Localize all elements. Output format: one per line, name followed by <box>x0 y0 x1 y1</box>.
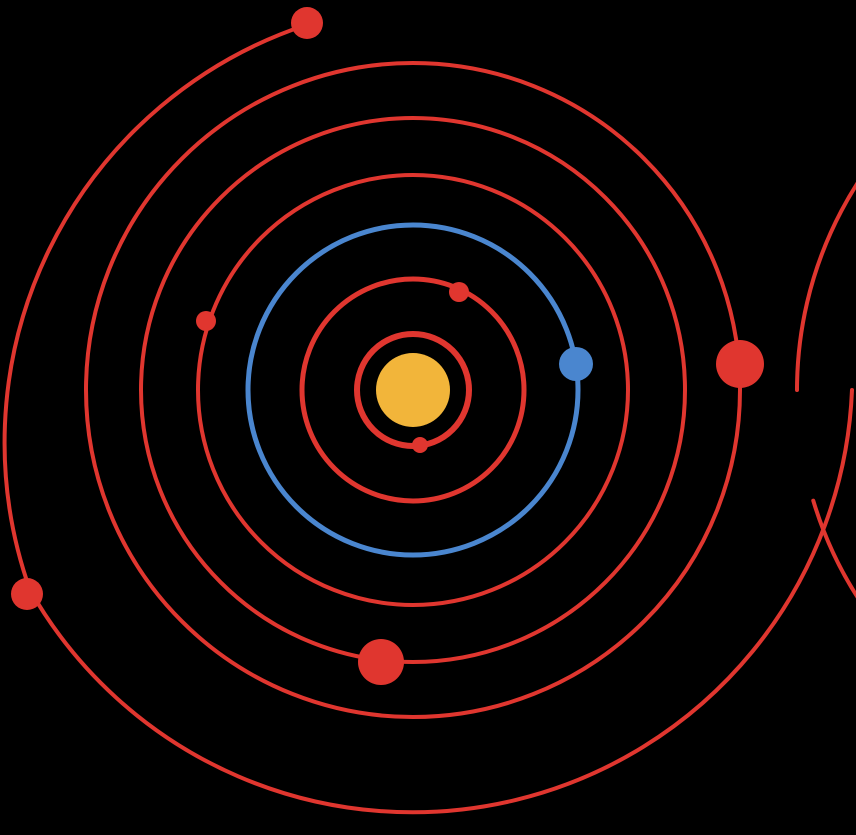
planet-6 <box>716 340 764 388</box>
planet-3-blue <box>559 347 593 381</box>
planet-4 <box>196 311 216 331</box>
orbit-3-highlighted <box>245 222 581 558</box>
orbit-4 <box>196 173 630 607</box>
orbit-6 <box>84 61 742 719</box>
planet-2 <box>449 282 469 302</box>
orbit-8-arc-upper <box>2 23 308 592</box>
planet-7 <box>291 7 323 39</box>
orbit-5 <box>139 116 687 664</box>
orbit-2 <box>299 276 527 504</box>
sun <box>376 353 450 427</box>
planet-5 <box>358 639 404 685</box>
planet-1 <box>412 437 428 453</box>
planet-8 <box>11 578 43 610</box>
orbit-8-arc <box>28 388 854 815</box>
